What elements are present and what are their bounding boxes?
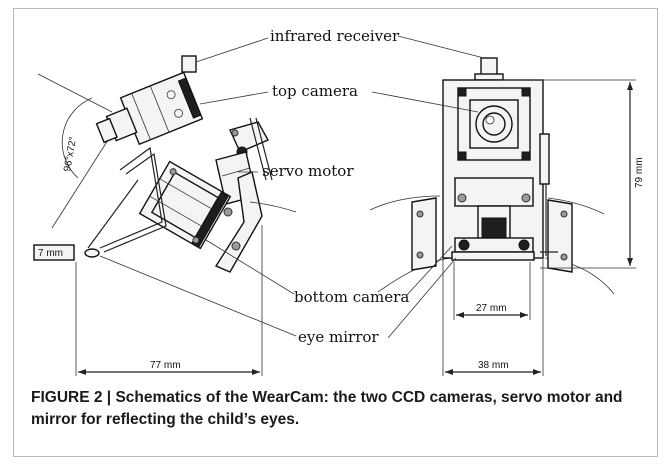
figure-caption: FIGURE 2 | Schematics of the WearCam: th… [31, 387, 643, 431]
mirror-arm-box [33, 244, 75, 261]
fov-label: 96°x72° [62, 136, 79, 173]
callouts: infrared receiver top camera servo motor… [99, 27, 485, 346]
caption-text: Schematics of the WearCam: the two CCD c… [31, 389, 623, 428]
fov-arc [61, 97, 93, 179]
left-strap [411, 197, 437, 271]
servo-hinge-front [539, 133, 550, 185]
bottom-camera-front [454, 177, 534, 207]
mirror-arm-dim: 7 mm [38, 248, 63, 259]
side-view: 96°x72° [33, 55, 297, 376]
frame-rail [249, 117, 267, 181]
mirror-arm [99, 146, 163, 249]
side-width-label: 77 mm [150, 360, 181, 371]
front-height-label: 79 mm [634, 157, 645, 188]
head-contour-left [369, 195, 441, 211]
eye-mirror-front [451, 251, 535, 261]
fov-line-top [37, 73, 113, 113]
eye-mirror-side [84, 248, 100, 258]
front-view: 79 mm 27 mm 38 mm [369, 57, 645, 376]
head-contour-right [547, 197, 605, 215]
head-contour-side [249, 201, 297, 213]
infrared-receiver-side [181, 55, 197, 73]
eye-mirror-label: eye mirror [298, 328, 379, 346]
front-width-label: 38 mm [478, 360, 509, 371]
bottom-camera-side [138, 160, 232, 250]
bottom-camera-label: bottom camera [294, 288, 409, 306]
infrared-receiver-label: infrared receiver [270, 27, 400, 45]
caption-prefix: FIGURE 2 | [31, 389, 112, 406]
fov-line-bottom [51, 139, 109, 229]
top-camera-side [95, 71, 204, 146]
servo-motor-label: servo motor [262, 162, 354, 180]
top-camera-label: top camera [272, 82, 358, 100]
right-strap [547, 199, 573, 273]
inner-width-label: 27 mm [476, 303, 507, 314]
